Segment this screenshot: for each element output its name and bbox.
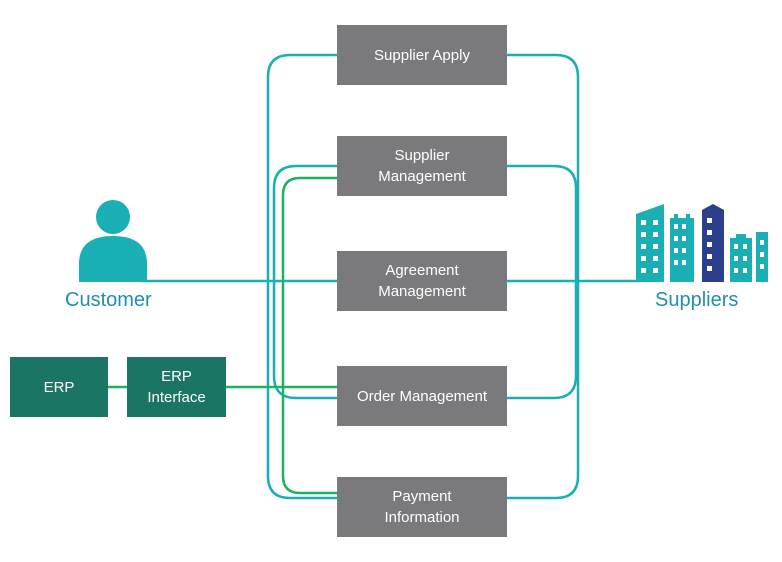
customer-label: Customer [65, 289, 152, 311]
person-icon [79, 200, 147, 282]
connector-apply-payment-loop [266, 53, 580, 500]
agreement-management-box: Agreement Management [337, 251, 507, 311]
payment-information-box: Payment Information [337, 477, 507, 537]
erp-box: ERP [10, 357, 108, 417]
erp-interface-box: ERP Interface [127, 357, 226, 417]
buildings-icon [636, 204, 768, 282]
connector-green-management-payment [281, 176, 337, 495]
order-management-box: Order Management [337, 366, 507, 426]
suppliers-label: Suppliers [655, 289, 739, 311]
supplier-management-box: Supplier Management [337, 136, 507, 196]
supplier-apply-box: Supplier Apply [337, 25, 507, 85]
